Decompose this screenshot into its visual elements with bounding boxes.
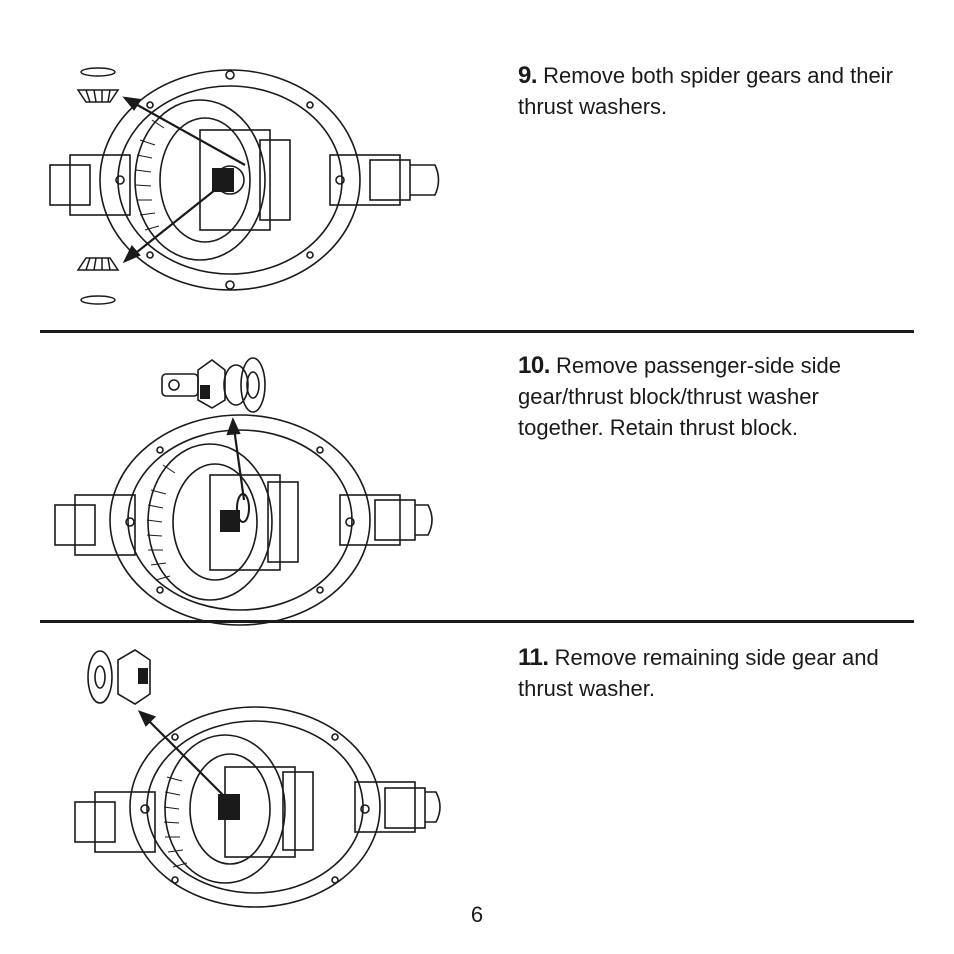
step-9-text: 9. Remove both spider gears and their th… (518, 60, 898, 122)
divider (40, 330, 914, 333)
step-number: 9. (518, 62, 538, 89)
remaining-side-gear-illustration (40, 642, 460, 908)
step-instruction: Remove both spider gears and their thrus… (518, 63, 893, 119)
step-number: 10. (518, 352, 550, 379)
spider-gears-illustration (40, 60, 460, 320)
step-10: 10. Remove passenger-side side gear/thru… (0, 350, 954, 626)
differential-illustration-icon (49, 67, 440, 305)
step-11: 11. Remove remaining side gear and thrus… (0, 642, 954, 908)
step-instruction: Remove passenger-side side gear/thrust b… (518, 353, 841, 440)
step-11-text: 11. Remove remaining side gear and thrus… (518, 642, 898, 704)
differential-illustration-icon (74, 649, 441, 908)
step-9: 9. Remove both spider gears and their th… (0, 60, 954, 330)
step-10-text: 10. Remove passenger-side side gear/thru… (518, 350, 898, 443)
page-number: 6 (470, 902, 484, 927)
step-number: 11. (518, 644, 549, 671)
divider (40, 620, 914, 623)
step-instruction: Remove remaining side gear and thrust wa… (518, 645, 879, 701)
side-gear-thrust-block-illustration (40, 350, 460, 626)
differential-illustration-icon (54, 357, 433, 626)
